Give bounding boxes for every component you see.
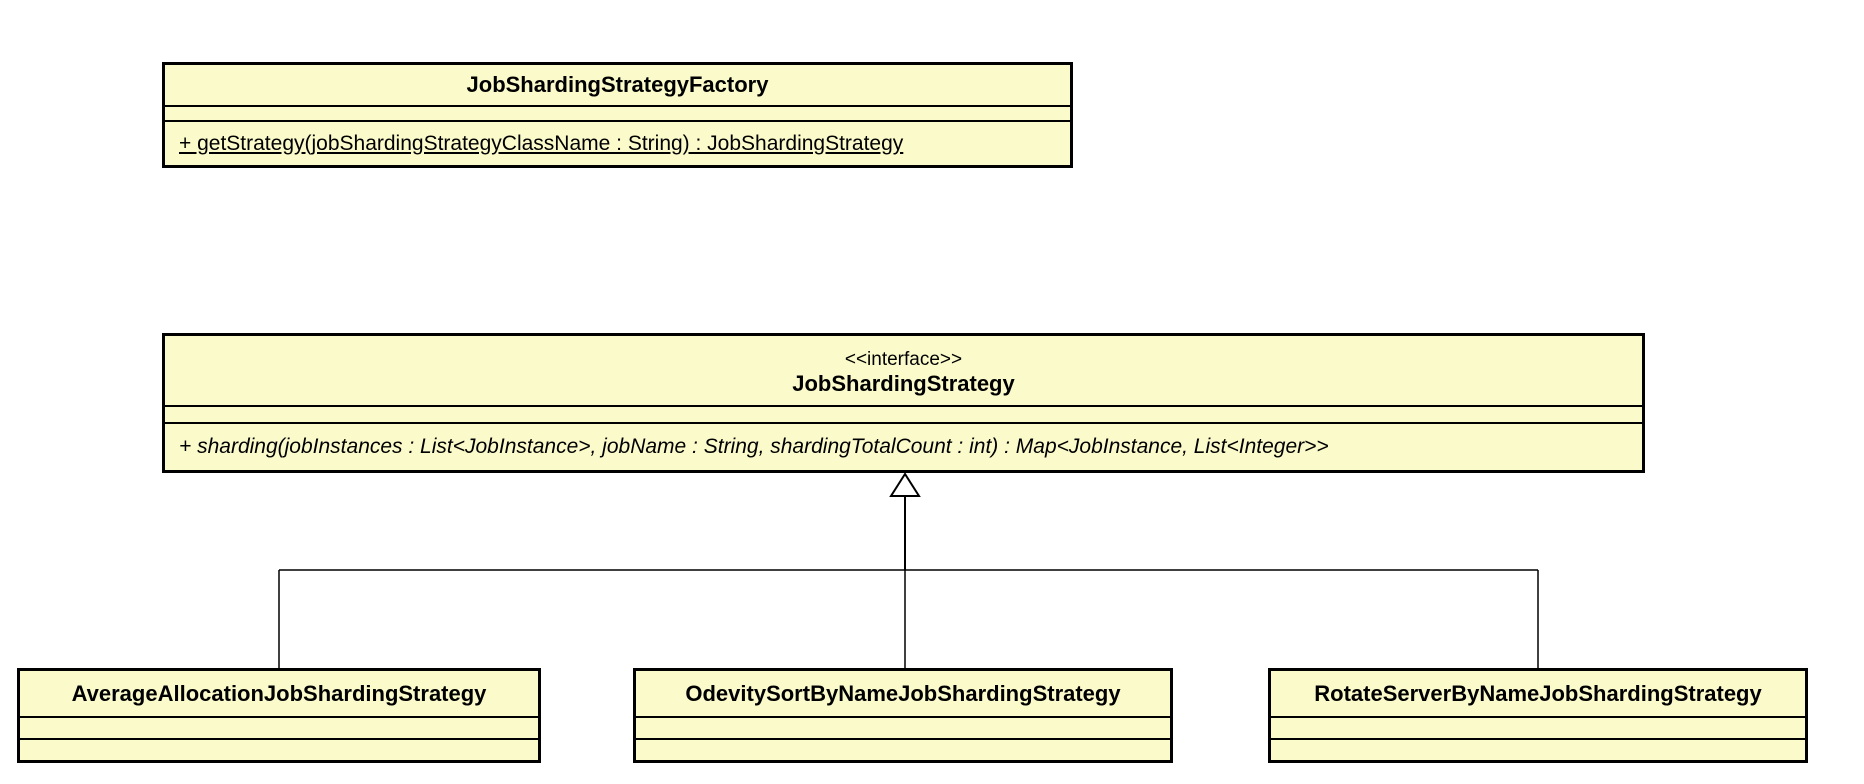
interface-stereotype: <<interface>> [844, 348, 963, 370]
methods-compartment-empty [1271, 738, 1805, 760]
generalization-triangle-icon [889, 472, 921, 497]
class-title: JobShardingStrategyFactory [466, 72, 769, 98]
class-title: OdevitySortByNameJobShardingStrategy [685, 680, 1121, 706]
class-title: RotateServerByNameJobShardingStrategy [1314, 680, 1762, 706]
attributes-compartment-empty [1271, 716, 1805, 738]
attributes-compartment-empty [20, 716, 538, 738]
methods-compartment: + sharding(jobInstances : List<JobInstan… [165, 422, 1642, 470]
methods-compartment: + getStrategy(jobShardingStrategyClassNa… [165, 120, 1070, 165]
class-box-odevity-sort-by-name-strategy[interactable]: OdevitySortByNameJobShardingStrategy [633, 668, 1173, 763]
attributes-compartment-empty [636, 716, 1170, 738]
method-get-strategy: + getStrategy(jobShardingStrategyClassNa… [179, 131, 904, 155]
interface-title: <<interface>> JobShardingStrategy [165, 336, 1642, 405]
class-title: AverageAllocationJobShardingStrategy [71, 680, 487, 706]
methods-compartment-empty [20, 738, 538, 760]
class-box-job-sharding-strategy-factory[interactable]: JobShardingStrategyFactory + getStrategy… [162, 62, 1073, 168]
class-box-rotate-server-by-name-strategy[interactable]: RotateServerByNameJobShardingStrategy [1268, 668, 1808, 763]
class-box-average-allocation-strategy[interactable]: AverageAllocationJobShardingStrategy [17, 668, 541, 763]
methods-compartment-empty [636, 738, 1170, 760]
interface-name: JobShardingStrategy [792, 370, 1015, 396]
attributes-compartment-empty [165, 105, 1070, 120]
method-sharding: + sharding(jobInstances : List<JobInstan… [179, 435, 1329, 458]
attributes-compartment-empty [165, 405, 1642, 422]
interface-box-job-sharding-strategy[interactable]: <<interface>> JobShardingStrategy + shar… [162, 333, 1645, 473]
